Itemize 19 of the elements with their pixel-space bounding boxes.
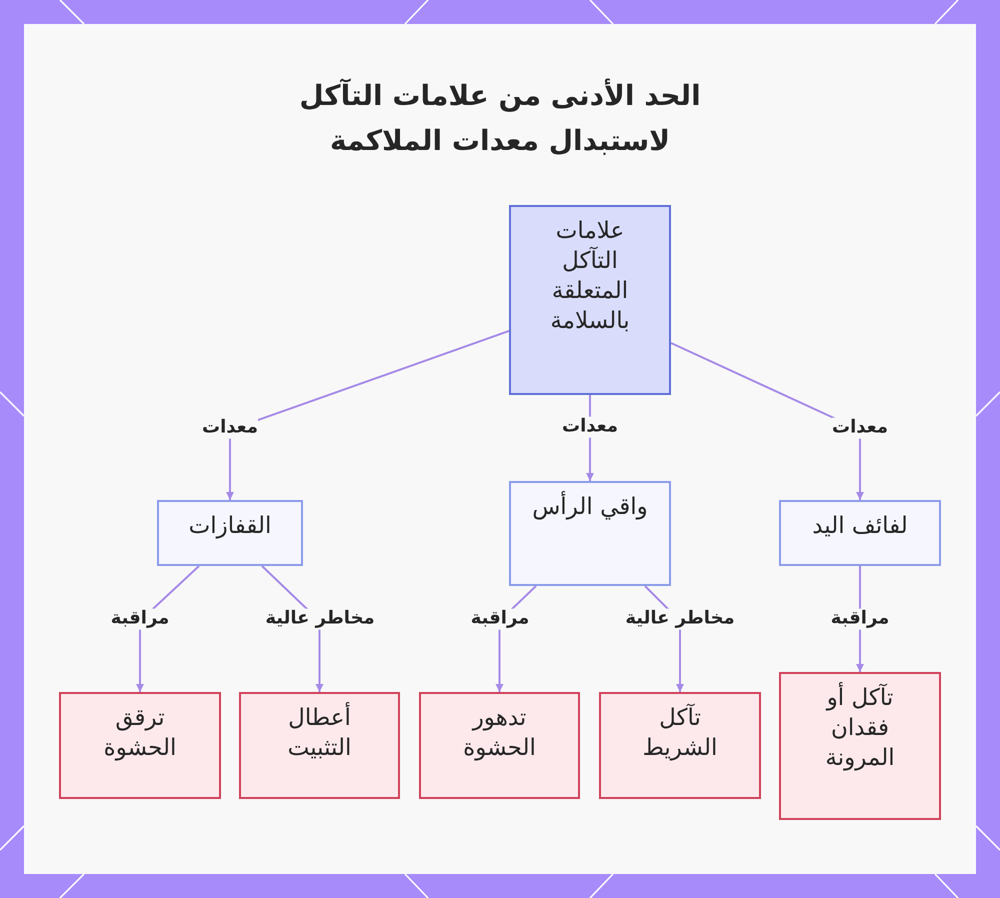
root-box: علامات التآكل المتعلقة بالسلامة [509,205,671,395]
arrow [226,330,510,500]
edge-label: معدات [832,418,888,438]
edge-label: مراقبة [830,608,890,630]
category-box: القفازات [157,500,303,566]
edge-label: مراقبة [110,608,170,630]
title: الحد الأدنى من علامات التآكل لاستبدال معدات الملاكمة [298,77,702,159]
sign-box: ترقق الحشوة [59,692,221,799]
category-box: لفائف اليد [779,500,941,566]
category-box: واقي الرأس [509,481,671,586]
sign-box: تآكل أو فقدان المرونة [779,672,941,820]
edge-label: مخاطر عالية [265,608,375,630]
sign-box: تآكل الشريط [599,692,761,799]
edge-label: مخاطر عالية [625,608,735,630]
edge-label: معدات [202,418,258,438]
sign-box: تدهور الحشوة [419,692,580,799]
sign-box: أعطال التثبيت [239,692,400,799]
edge-label: مراقبة [470,608,530,630]
edge-label: معدات [562,416,618,438]
